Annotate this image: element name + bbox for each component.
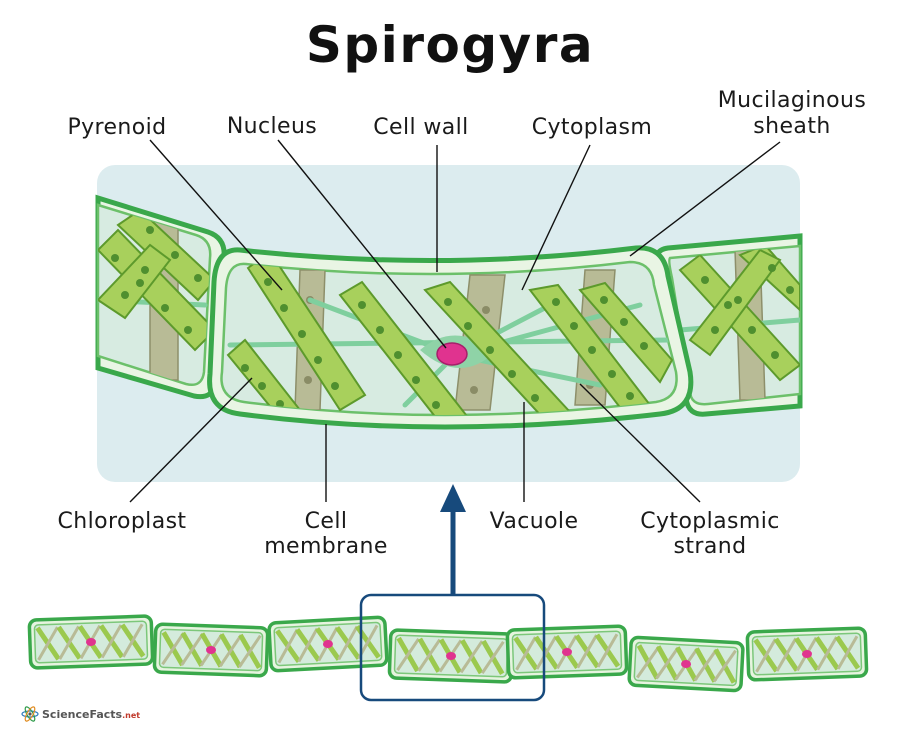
label-membrane-line2: membrane bbox=[264, 534, 388, 559]
nucleus-shape bbox=[436, 342, 468, 366]
label-vacuole: Vacuole bbox=[490, 509, 579, 534]
left-cell bbox=[95, 194, 227, 400]
sciencefacts-logo: ScienceFacts.net bbox=[21, 706, 140, 722]
filament-cell bbox=[745, 626, 869, 682]
label-chloroplast: Chloroplast bbox=[58, 509, 187, 534]
filament-cell bbox=[27, 614, 155, 670]
label-cell-line1: Cell bbox=[305, 509, 348, 534]
zoom-box bbox=[359, 593, 546, 702]
label-cytoplasmic-line1: Cytoplasmic bbox=[640, 509, 780, 534]
filament-cell bbox=[267, 615, 389, 673]
filament-cell bbox=[387, 628, 515, 684]
zoom-arrow bbox=[440, 484, 466, 595]
label-pyrenoid: Pyrenoid bbox=[67, 115, 166, 140]
filament-cell bbox=[627, 635, 745, 693]
logo-text: ScienceFacts.net bbox=[42, 708, 140, 721]
diagram-title: Spirogyra bbox=[306, 16, 594, 74]
right-cell bbox=[652, 233, 803, 417]
filament-cell bbox=[505, 624, 629, 680]
label-nucleus: Nucleus bbox=[227, 114, 317, 139]
label-mucilaginous-line1: Mucilaginous bbox=[718, 88, 866, 113]
label-cell-wall: Cell wall bbox=[373, 115, 468, 140]
leader-lines bbox=[129, 139, 781, 503]
filament bbox=[27, 614, 869, 693]
label-cytoplasm: Cytoplasm bbox=[532, 115, 653, 140]
filament-cell bbox=[152, 622, 270, 678]
logo-suffix: .net bbox=[122, 711, 140, 720]
label-strand-line2: strand bbox=[674, 534, 747, 559]
atom-icon bbox=[21, 706, 39, 722]
label-sheath-line2: sheath bbox=[753, 114, 830, 139]
main-cell bbox=[207, 245, 694, 430]
logo-main: ScienceFacts bbox=[42, 708, 123, 721]
